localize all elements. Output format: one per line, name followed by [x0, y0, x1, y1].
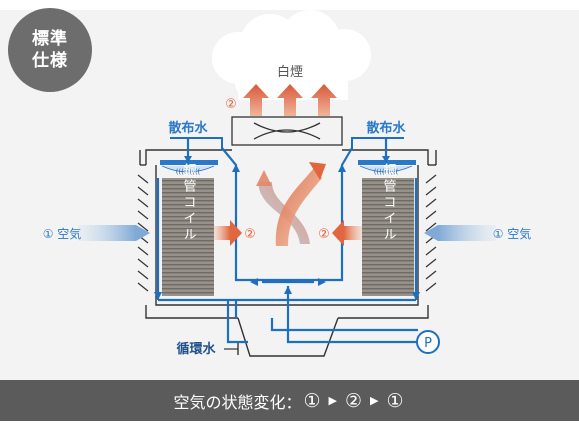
air-inflow-right [438, 225, 496, 241]
air-inflow-right-head [424, 225, 438, 241]
state2-label-right: ② [318, 227, 330, 242]
state2-label-left: ② [244, 227, 256, 242]
caption-step-3: ① [386, 389, 404, 412]
louvers-left [137, 174, 149, 292]
hot-air-arrow-right [332, 220, 362, 246]
spray-nozzle-right: ((((((((( [358, 160, 416, 176]
spray-nozzle-left: ((((((((( [160, 160, 218, 176]
spray-feed-right [351, 137, 404, 150]
svg-text:P: P [424, 336, 432, 351]
caption-step-1: ① [303, 389, 321, 412]
cloud-white-plume [212, 10, 371, 102]
state-change-caption: 空気の状態変化： ① ▶ ② ▶ ① [0, 380, 579, 421]
copper-coil-left [162, 178, 214, 296]
water-arrowheads [154, 156, 420, 300]
standard-spec-badge: 標準 仕様 [8, 8, 92, 92]
hot-air-arrow-left [214, 220, 242, 246]
copper-coil-right [362, 178, 414, 296]
tower-outline [139, 149, 437, 357]
badge-line-1: 標準 [32, 29, 68, 49]
svg-text:(((((((((: ((((((((( [374, 168, 399, 176]
coil-label-left: 銅管コイル [181, 163, 197, 243]
caption-arrow-2: ▶ [370, 394, 379, 407]
air-inflow-left [78, 225, 136, 241]
air-label-right: ① 空気 [493, 226, 532, 241]
svg-text:(((((((((: ((((((((( [176, 168, 201, 176]
circulating-water-label: 循環水 [176, 341, 216, 357]
cloud-label: 白煙 [277, 64, 303, 80]
air-label-left: ① 空気 [43, 226, 82, 241]
spray-feed-left [170, 137, 223, 150]
pump-icon: P [416, 330, 440, 354]
spray-water-label-left: 散布水 [168, 120, 208, 136]
state2-label-top: ② [225, 97, 237, 112]
louvers-right [425, 174, 437, 292]
spray-water-label-right: 散布水 [366, 120, 406, 136]
badge-line-2: 仕様 [32, 51, 68, 71]
water-circuit [156, 138, 418, 344]
plume-arrows [243, 84, 337, 116]
top-margin [0, 0, 579, 10]
caption-arrow-1: ▶ [328, 394, 337, 407]
fan-housing [231, 116, 343, 146]
air-inflow-left-head [136, 225, 150, 241]
caption-step-2: ② [344, 389, 363, 412]
caption-prefix: 空気の状態変化： [173, 392, 302, 412]
coil-label-right: 銅管コイル [381, 163, 397, 243]
swirl-air-mixing [256, 162, 326, 246]
